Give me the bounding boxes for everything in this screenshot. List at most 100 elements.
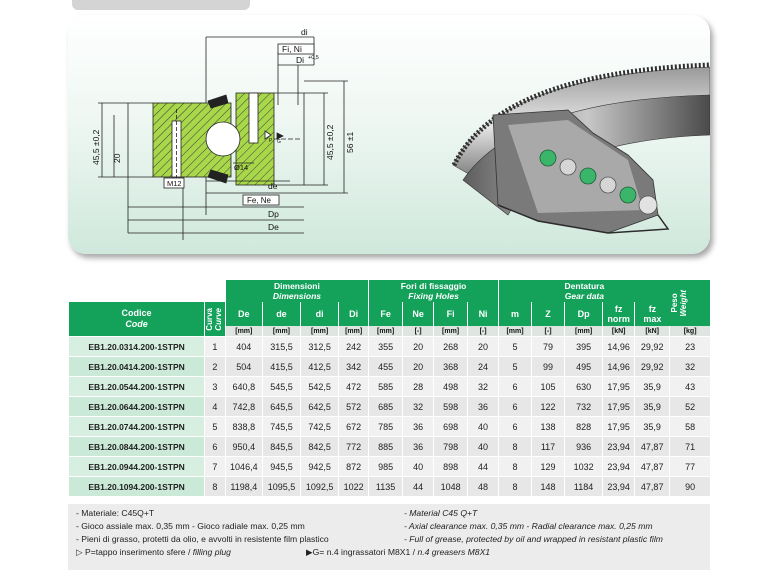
unit-cell: [-]	[531, 326, 565, 337]
table-cell: 495	[564, 356, 603, 377]
table-cell: 117	[531, 436, 565, 457]
group-fori-label: Fori di fissaggio	[400, 281, 467, 291]
table-cell: 3	[204, 376, 226, 397]
note-grease: - Pieni di grasso, protetti da olio, e a…	[76, 534, 329, 544]
group-fixing-label: Fixing Holes	[408, 291, 459, 301]
table-cell: 129	[531, 456, 565, 477]
column-header: fz max	[634, 302, 670, 326]
table-cell: 315,5	[261, 336, 301, 357]
table-cell: 17,95	[602, 416, 635, 437]
table-cell: 29,92	[634, 356, 670, 377]
table-cell: 99	[531, 356, 565, 377]
label-Di-tol: +0,5	[308, 55, 319, 61]
unit-cell: [kg]	[669, 326, 710, 337]
product-code-cell: EB1.20.0314.200-1STPN	[67, 336, 205, 357]
table-cell: 36	[467, 396, 499, 417]
table-cell: 5	[498, 356, 532, 377]
table-cell: 58	[669, 416, 710, 437]
column-header: Ne	[402, 302, 434, 326]
table-cell: 4	[204, 396, 226, 417]
table-cell: 355	[368, 336, 403, 357]
technical-drawing: di Fi, Ni Di +0,5 M12 Ø14 de Fe, Ne Dp D…	[91, 27, 710, 240]
table-cell: 504	[224, 356, 263, 377]
label-di: di	[301, 27, 308, 37]
unit-cell: [mm]	[261, 326, 301, 337]
note-filling-plug-it: ▷ P=tappo inserimento sfere /	[76, 547, 193, 557]
table-cell: 1032	[564, 456, 603, 477]
note-filling-plug-en: filling plug	[192, 547, 231, 557]
table-cell: 698	[433, 416, 468, 437]
column-header: Dp	[564, 302, 603, 326]
group-fori: Fori di fissaggio Fixing Holes	[368, 280, 499, 302]
table-cell: 8	[498, 456, 532, 477]
table-cell: 936	[564, 436, 603, 457]
product-code-cell: EB1.20.1094.200-1STPN	[67, 476, 205, 496]
table-cell: 412,5	[300, 356, 339, 377]
specs-table-wrap: Dimensioni Dimensions Fori di fissaggio …	[67, 280, 710, 496]
column-header: Ni	[467, 302, 499, 326]
table-cell: 342	[338, 356, 369, 377]
curve-label-en: Curve	[214, 307, 224, 331]
table-cell: 472	[338, 376, 369, 397]
table-cell: 36	[402, 436, 434, 457]
table-cell: 36	[402, 416, 434, 437]
label-fe-ne: Fe, Ne	[247, 196, 272, 205]
note-greasers-en: n.4 greasers M8X1	[417, 547, 491, 557]
table-cell: 1046,4	[224, 456, 263, 477]
column-header: Di	[338, 302, 369, 326]
code-label-en: Code	[125, 319, 148, 329]
code-header: Codice Code	[67, 302, 205, 337]
table-cell: 312,5	[300, 336, 339, 357]
notes-panel: - Materiale: C45Q+T - Material C45 Q+T -…	[68, 504, 710, 570]
group-gear-label: Gear data	[564, 291, 604, 301]
unit-cell: [-]	[402, 326, 434, 337]
group-dentatura: Dentatura Gear data	[498, 280, 670, 302]
column-header: Z	[531, 302, 565, 326]
product-code-cell: EB1.20.0844.200-1STPN	[67, 436, 205, 457]
label-de: de	[268, 181, 278, 191]
table-cell: 14,96	[602, 356, 635, 377]
table-cell: 745,5	[261, 416, 301, 437]
label-h2: 20	[112, 153, 122, 163]
table-cell: 47,87	[634, 476, 670, 496]
table-cell: 6	[204, 436, 226, 457]
table-cell: 44	[467, 456, 499, 477]
note-material: - Materiale: C45Q+T	[76, 508, 155, 518]
top-tab	[72, 0, 250, 10]
table-cell: 6	[498, 396, 532, 417]
unit-cell: [kN]	[634, 326, 670, 337]
table-cell: 6	[498, 416, 532, 437]
note-material-en: - Material C45 Q+T	[404, 508, 478, 518]
curve-label: Curva	[205, 307, 215, 331]
label-De: De	[268, 222, 279, 232]
label-h3: 45,5 ±0,2	[325, 124, 335, 160]
weight-label: Weight	[678, 289, 688, 317]
label-g: G	[277, 139, 281, 145]
product-code-cell: EB1.20.0944.200-1STPN	[67, 456, 205, 477]
table-cell: 90	[669, 476, 710, 496]
table-cell: 885	[368, 436, 403, 457]
table-cell: 20	[402, 356, 434, 377]
specs-table: Dimensioni Dimensions Fori di fissaggio …	[67, 280, 710, 496]
table-cell: 950,4	[224, 436, 263, 457]
table-cell: 52	[669, 396, 710, 417]
unit-cell: [mm]	[224, 326, 263, 337]
table-cell: 8	[498, 436, 532, 457]
product-code-cell: EB1.20.0414.200-1STPN	[67, 356, 205, 377]
column-header: Fi	[433, 302, 468, 326]
table-cell: 20	[467, 336, 499, 357]
table-cell: 105	[531, 376, 565, 397]
table-cell: 598	[433, 396, 468, 417]
table-cell: 40	[467, 416, 499, 437]
table-cell: 28	[402, 376, 434, 397]
table-cell: 242	[338, 336, 369, 357]
column-header: fz norm	[602, 302, 635, 326]
table-cell: 985	[368, 456, 403, 477]
unit-cell: [kN]	[602, 326, 635, 337]
table-cell: 572	[338, 396, 369, 417]
column-header: de	[261, 302, 301, 326]
